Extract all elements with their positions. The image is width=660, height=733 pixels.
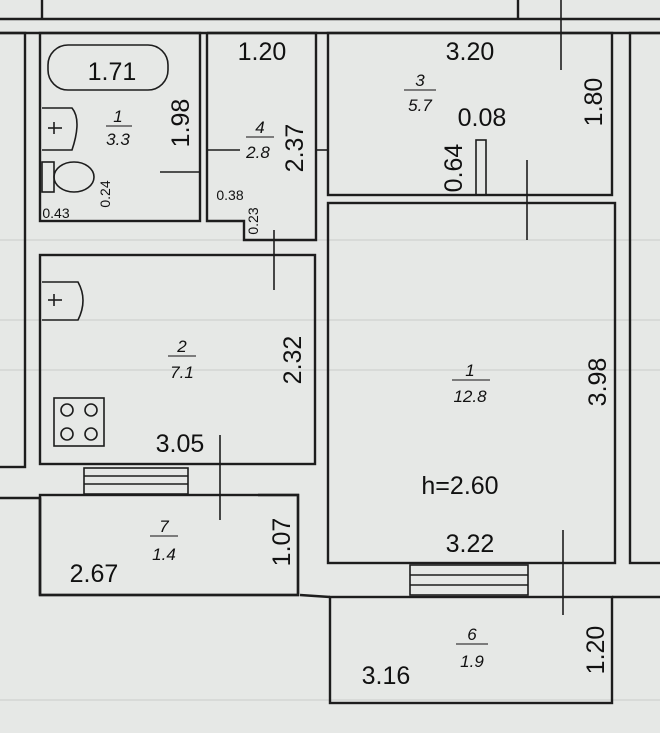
room-label-4: 4 2.8 (245, 118, 274, 162)
walls (0, 0, 660, 705)
sink-icon (42, 107, 78, 151)
dim-loggia7-width: 2.67 (70, 560, 119, 588)
room-number: 6 (467, 625, 477, 644)
dim-kitchen-width: 3.05 (156, 430, 205, 458)
room-label-2: 2 7.1 (168, 337, 196, 382)
dim-bathtub-length: 1.71 (88, 58, 137, 86)
bathtub-icon (47, 44, 169, 91)
room-label-6: 6 1.9 (456, 625, 488, 671)
room-label-7: 7 1.4 (150, 517, 178, 564)
room-area: 5.7 (408, 96, 432, 115)
room-label-1: 1 12.8 (452, 361, 490, 406)
stove-icon (53, 397, 105, 447)
dim-niche-width: 0.08 (458, 104, 507, 132)
room-number: 1 (113, 107, 122, 126)
dim-bath-depth: 1.98 (167, 99, 195, 148)
room-label-5: 1 3.3 (106, 107, 132, 149)
dim-bath-wall: 0.43 (42, 205, 69, 221)
dimension-labels: 1.71 1.98 0.24 0.43 1.20 2.37 0.38 0.23 … (42, 38, 612, 690)
dim-kitchen-depth: 2.32 (279, 336, 307, 385)
dim-toilet-gap: 0.24 (97, 180, 113, 207)
dim-niche-depth: 0.64 (440, 144, 468, 193)
dim-loggia7-depth: 1.07 (268, 518, 296, 567)
dim-hall-step-width: 0.38 (216, 187, 243, 203)
room-number: 3 (415, 71, 425, 90)
room-area: 3.3 (106, 130, 130, 149)
room-area: 1.9 (460, 652, 484, 671)
dim-hall-width: 1.20 (238, 38, 287, 66)
kitchen-sink-icon (42, 281, 84, 321)
room-area: 1.4 (152, 545, 176, 564)
partition-ticks (160, 0, 564, 615)
room-area: 2.8 (245, 143, 270, 162)
dim-room1-depth: 3.98 (584, 358, 612, 407)
dim-loggia6-depth: 1.20 (582, 626, 610, 675)
room-area: 12.8 (453, 387, 487, 406)
dim-room1-width: 3.22 (446, 530, 495, 558)
dim-room3-depth: 1.80 (580, 78, 608, 127)
window-room1 (409, 564, 529, 596)
window-kitchen (83, 467, 189, 495)
dim-hall-step-depth: 0.23 (245, 207, 261, 234)
dim-room3-width: 3.20 (446, 38, 495, 66)
dim-loggia6-width: 3.16 (362, 662, 411, 690)
room-area: 7.1 (170, 363, 194, 382)
room-number: 7 (159, 517, 169, 536)
room-number: 4 (255, 118, 264, 137)
room-number: 2 (176, 337, 187, 356)
ceiling-height-label: h=2.60 (421, 472, 498, 500)
toilet-icon (41, 161, 95, 193)
dim-hall-length: 2.37 (281, 124, 309, 173)
room-label-3: 3 5.7 (404, 71, 436, 115)
room-number: 1 (465, 361, 474, 380)
